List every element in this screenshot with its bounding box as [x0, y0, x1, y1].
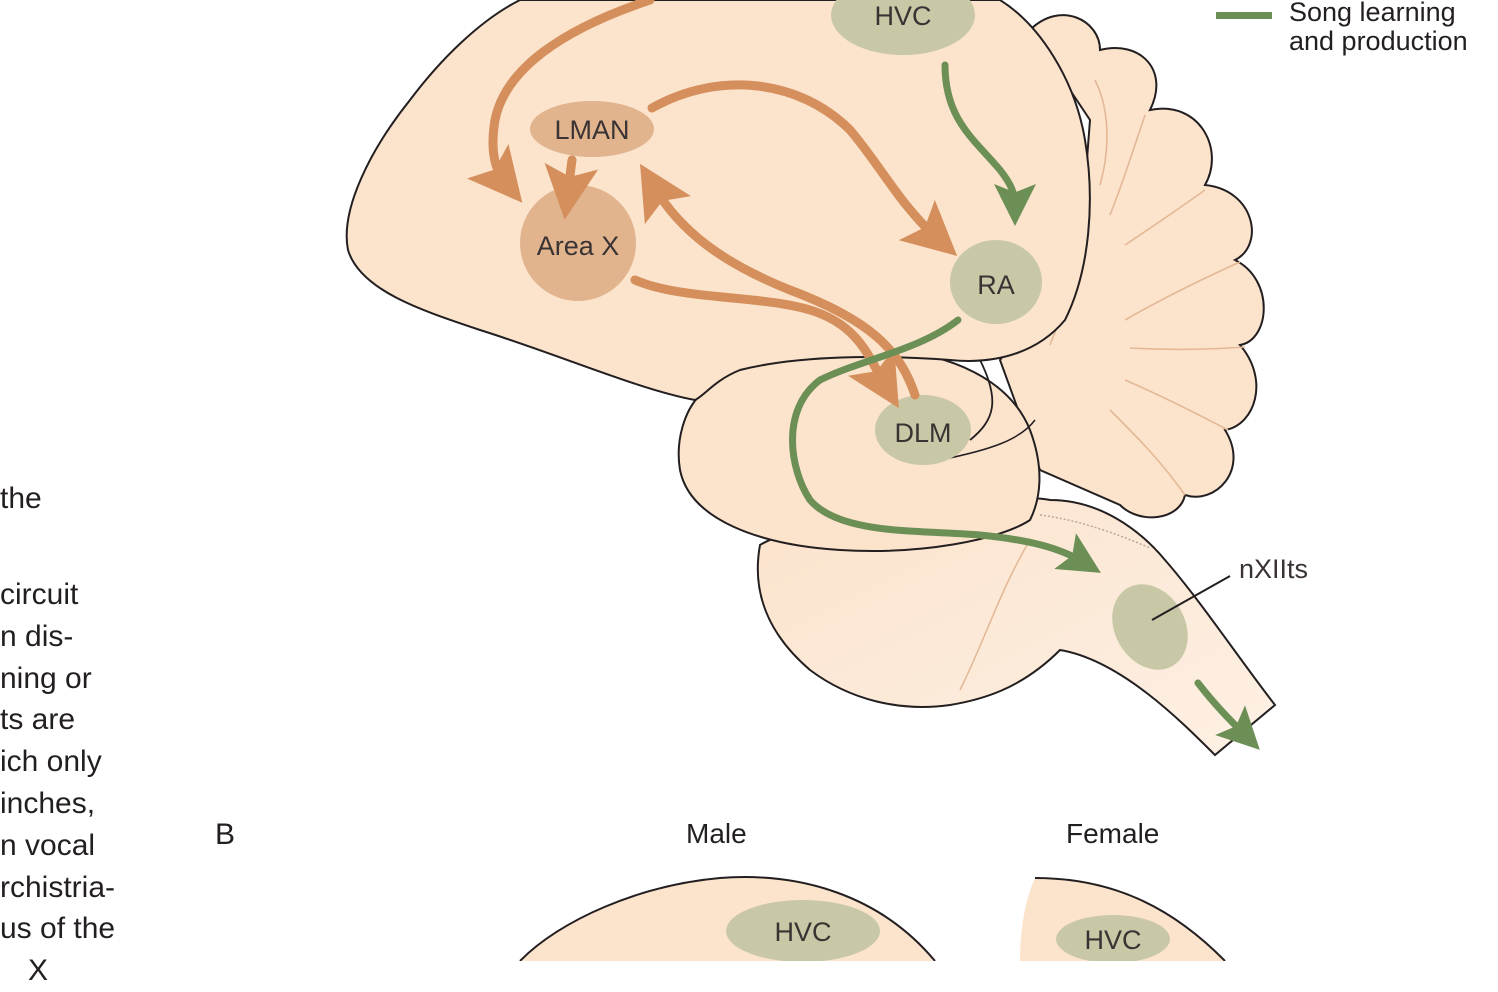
cerebrum: [345, 0, 1091, 402]
caption-line: circuit: [0, 578, 79, 611]
lman-nucleus: LMAN: [530, 101, 654, 157]
caption-line: ning or: [0, 661, 92, 695]
male-label: Male: [686, 818, 747, 849]
brainstem: [756, 497, 1277, 757]
male-hvc-label: HVC: [774, 917, 831, 947]
panel-b-label: B: [215, 818, 236, 851]
legend-label-line: Song learning: [1289, 0, 1456, 27]
female-brain: HVC: [1020, 877, 1226, 961]
female-label: Female: [1066, 818, 1160, 849]
caption-heading: the: [0, 482, 42, 515]
nxiits-output-arrow: [1194, 679, 1260, 750]
caption-line: ich only: [0, 745, 102, 779]
caption-line: us of the: [0, 912, 116, 946]
dlm-nucleus: DLM: [875, 395, 971, 465]
area-x-nucleus: Area X: [520, 185, 636, 301]
legend-swatch-song: [1216, 12, 1272, 19]
thalamus: [677, 348, 1041, 552]
caption-line: n dis-: [0, 619, 74, 653]
hvc-nucleus: HVC: [831, 0, 975, 55]
caption-text: the: [0, 478, 200, 564]
hvc-to-area-x-arrow: [466, 0, 655, 203]
nxiits-nucleus: nXIIts: [1112, 554, 1308, 670]
area-x-to-dlm-arrow: [630, 275, 899, 409]
lman-to-ra-arrow: [647, 80, 958, 256]
caption-line: n vocal: [0, 828, 96, 862]
male-brain: HVC: [519, 876, 936, 961]
female-hvc-label: HVC: [1084, 925, 1141, 955]
caption-body: circuit n dis- ning or ts are ich only i…: [0, 574, 200, 992]
dlm-to-lman-arrow: [640, 163, 920, 400]
caption-line: rchistria-: [0, 870, 116, 904]
song-motor-pathway: [789, 61, 1260, 750]
ra-label: RA: [977, 270, 1015, 300]
legend-label: Song learning and production: [1289, 0, 1468, 56]
lman-to-area-x-arrow: [544, 155, 599, 220]
lman-label: LMAN: [554, 115, 629, 145]
area-x-label: Area X: [537, 231, 620, 261]
caption-line: ts are: [0, 703, 76, 737]
ra-to-nxiits-arrow: [789, 316, 1101, 573]
ra-nucleus: RA: [950, 240, 1042, 324]
cerebellum: [998, 14, 1265, 519]
caption-line: inches,: [0, 786, 96, 820]
nxiits-label: nXIIts: [1239, 554, 1308, 584]
hvc-label: HVC: [874, 1, 931, 31]
songbird-brain-diagram: HVC LMAN Area X RA DLM nXIIts HVC: [345, 0, 1308, 961]
hvc-to-ra-arrow: [941, 61, 1036, 226]
legend-label-line: and production: [1289, 26, 1468, 56]
anterior-forebrain-pathway: [466, 0, 958, 409]
dlm-label: DLM: [894, 418, 951, 448]
